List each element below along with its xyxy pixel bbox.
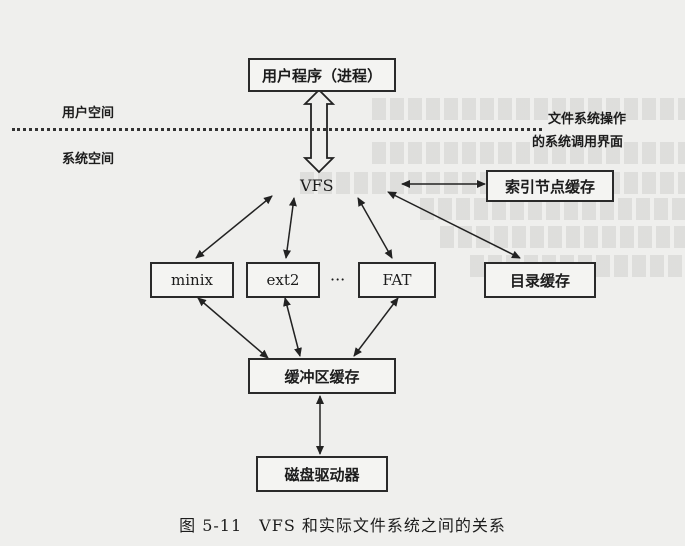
ellipsis-label: ··· [330,270,346,289]
minix-buffer-arrow [197,297,269,359]
system-space-label: 系统空间 [62,152,115,167]
ext2-box: ext2 [246,262,320,298]
user-program-label: 用户程序（进程） [261,66,382,85]
syscall-double-arrow [302,88,336,174]
vfs-fat-arrow [357,197,393,259]
user-space-label: 用户空间 [62,106,115,121]
fat-box: FAT [358,262,436,298]
fat-buffer-arrow [353,297,399,357]
space-boundary-line [12,128,542,131]
disk-driver-box: 磁盘驱动器 [256,456,388,492]
inode-cache-box: 索引节点缓存 [486,170,614,202]
syscall-interface-label-line1: 文件系统操作 [548,112,627,127]
buffer-cache-box: 缓冲区缓存 [248,358,396,394]
inode-cache-label: 索引节点缓存 [504,177,595,196]
vfs-label: VFS [300,176,334,195]
buffer-cache-label: 缓冲区缓存 [284,367,360,386]
vfs-minix-arrow [195,195,273,259]
fat-label: FAT [382,271,412,289]
minix-box: minix [150,262,234,298]
vfs-dir-cache-arrow [387,191,521,259]
dir-cache-box: 目录缓存 [484,262,596,298]
dir-cache-label: 目录缓存 [509,271,570,290]
figure-caption: 图 5-11 VFS 和实际文件系统之间的关系 [179,516,506,535]
syscall-interface-label-line2: 的系统调用界面 [532,135,624,150]
vfs-ext2-arrow [283,197,297,259]
ext2-buffer-arrow [283,297,302,357]
disk-driver-label: 磁盘驱动器 [284,465,360,484]
user-program-box: 用户程序（进程） [248,58,396,92]
minix-label: minix [171,271,213,289]
ext2-label: ext2 [266,271,300,289]
